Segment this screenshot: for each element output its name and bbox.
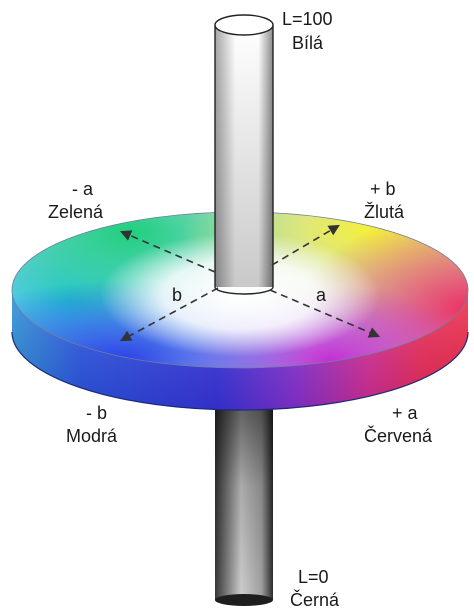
neg-a-sign-label: - a bbox=[72, 179, 94, 199]
arrow-minus-a bbox=[119, 230, 216, 273]
a-axis-label: a bbox=[316, 285, 327, 305]
pos-b-name-label: Žlutá bbox=[364, 202, 405, 222]
pos-b-sign-label: + b bbox=[370, 179, 396, 199]
top-value-label: L=100 bbox=[282, 9, 333, 29]
lightness-axis-upper bbox=[214, 14, 274, 295]
arrow-plus-b bbox=[271, 224, 340, 266]
lightness-axis-lower bbox=[215, 395, 273, 606]
a-b-axes bbox=[119, 224, 381, 342]
neg-b-name-label: Modrá bbox=[66, 426, 118, 446]
pos-a-sign-label: + a bbox=[392, 403, 418, 423]
top-name-label: Bílá bbox=[292, 33, 324, 53]
arrow-plus-a bbox=[269, 289, 381, 338]
pos-a-name-label: Červená bbox=[364, 426, 433, 446]
bottom-value-label: L=0 bbox=[298, 567, 329, 587]
bottom-name-label: Černá bbox=[290, 590, 340, 610]
neg-b-sign-label: - b bbox=[86, 403, 108, 423]
neg-a-name-label: Zelená bbox=[48, 202, 104, 222]
arrow-minus-b bbox=[120, 287, 219, 342]
color-disc-side bbox=[11, 290, 469, 411]
b-axis-label: b bbox=[172, 285, 183, 305]
